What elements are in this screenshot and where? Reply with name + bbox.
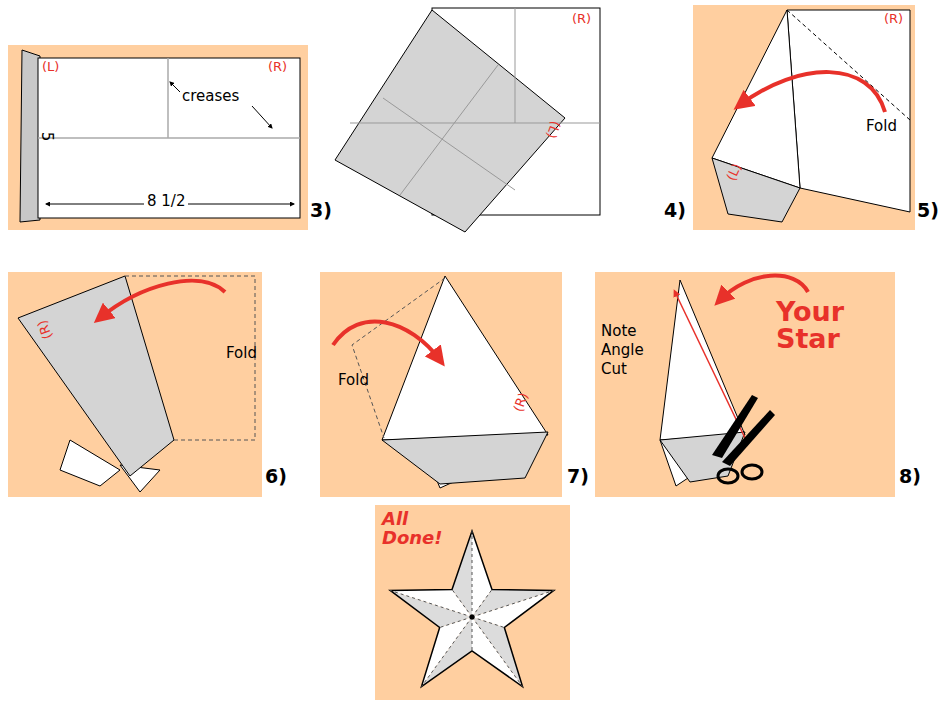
star-facet [421, 617, 472, 687]
panel-background [320, 272, 562, 497]
side-marker: (L) [42, 60, 59, 75]
crease-label: creases [182, 88, 239, 105]
leader-arrow [252, 106, 272, 128]
star-facet [472, 617, 523, 687]
panel-background [595, 272, 895, 497]
fold-line [787, 10, 910, 120]
fold-arrow [333, 321, 440, 360]
step-number: 6) [265, 466, 287, 488]
fold-arrow [100, 281, 225, 318]
step-number: 7) [567, 466, 589, 488]
crease [515, 8, 516, 123]
star-crease [472, 590, 554, 617]
star-outline [390, 531, 554, 687]
scissors-symbol [712, 395, 775, 483]
folded-flap [18, 276, 174, 476]
panel-background [375, 505, 570, 700]
step-number: 4) [664, 200, 686, 222]
paper-sheet [382, 276, 548, 440]
fold-label: Fold [226, 345, 257, 362]
pointer-arrow [720, 276, 808, 300]
folded-flap [712, 10, 800, 188]
fold-arrow [740, 72, 885, 112]
star-crease [472, 531, 473, 617]
star-crease [440, 617, 472, 628]
callout-text: Your Star [776, 298, 888, 352]
step-number: 3) [310, 200, 332, 222]
star-center [470, 615, 475, 620]
star-crease [421, 617, 472, 687]
side-marker: (R) [268, 60, 287, 75]
star-facet [472, 617, 523, 687]
star-crease [472, 617, 473, 651]
fold-line [352, 278, 445, 438]
step-number: 5) [917, 200, 939, 222]
folded-flap [382, 432, 548, 484]
folded-flap [335, 10, 565, 232]
title-text: All Done! [382, 510, 444, 548]
star-crease [472, 617, 504, 628]
side-marker: (R) [884, 12, 903, 27]
panel-background [693, 5, 915, 230]
star-facet [452, 531, 472, 617]
folded-flap [712, 158, 800, 222]
leader-arrow [170, 82, 180, 92]
star-shape [390, 531, 554, 687]
crease [383, 98, 515, 190]
star-crease [472, 589, 492, 617]
back-sheet [20, 50, 40, 222]
dimension-label: 5 [38, 132, 55, 142]
panel-background [8, 272, 262, 497]
paper-sheet [787, 10, 910, 212]
star-crease [452, 589, 472, 617]
note-text: Note Angle Cut [601, 322, 665, 378]
paper-sheet [38, 58, 300, 218]
dimension-label: 8 1/2 [144, 193, 188, 210]
star-crease [472, 617, 523, 687]
paper-sheet [660, 280, 745, 440]
fold-label: Fold [866, 118, 897, 135]
crease [400, 65, 498, 195]
panel-background [8, 45, 308, 230]
side-marker: (R) [572, 12, 591, 27]
star-crease [390, 590, 472, 617]
fold-label: Fold [338, 372, 369, 389]
star-facet [421, 617, 472, 687]
crease [167, 58, 169, 138]
crease [38, 137, 300, 139]
cut-line [675, 292, 745, 438]
step-number: 8) [899, 466, 921, 488]
